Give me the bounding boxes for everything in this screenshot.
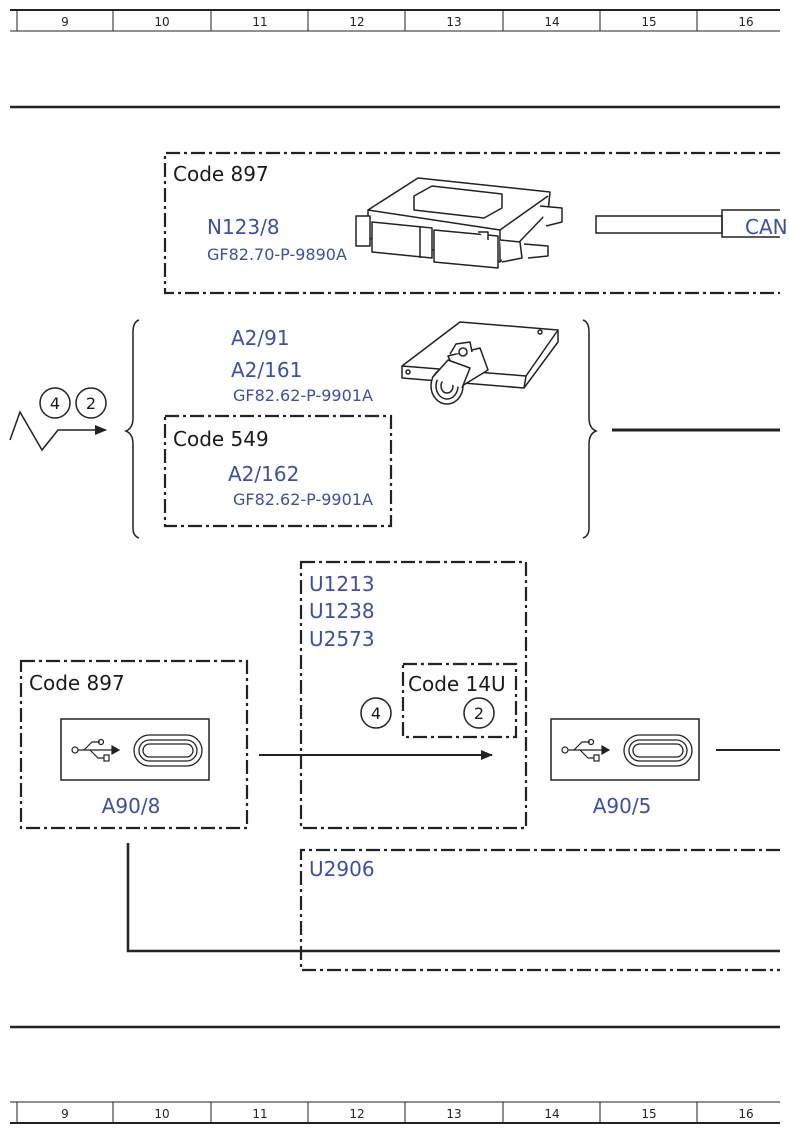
ruler-col-13: 13 xyxy=(446,15,461,29)
block-u2906: U2906 xyxy=(299,848,780,972)
ruler-col-13: 13 xyxy=(446,1107,461,1121)
ruler-col-12: 12 xyxy=(349,15,364,29)
connector-ref[interactable]: 4 xyxy=(50,394,60,413)
doc-ref[interactable]: GF82.70-P-9890A xyxy=(207,245,347,264)
ruler-col-16: 16 xyxy=(738,1107,753,1121)
component-u2573[interactable]: U2573 xyxy=(309,627,375,651)
usb-c-port-icon xyxy=(133,734,203,767)
bottom-ruler: 9 10 11 12 13 14 15 16 xyxy=(10,1101,780,1124)
component-a90-8[interactable]: A90/8 xyxy=(102,794,161,818)
right-brace xyxy=(582,319,598,539)
ruler-col-10: 10 xyxy=(154,1107,169,1121)
block-n123-8: Code 897 N123/8 GF82.70-P-9890A CAN xyxy=(163,151,788,295)
code-label: Code 14U xyxy=(408,672,506,696)
can-bus-cable xyxy=(595,215,723,234)
usb-symbol-icon xyxy=(561,738,611,762)
input-signal: 4 2 xyxy=(9,387,107,452)
ruler-col-15: 15 xyxy=(641,15,656,29)
ruler-col-16: 16 xyxy=(738,15,753,29)
connector-circle xyxy=(39,387,71,419)
code-14u-boundary xyxy=(401,662,518,739)
ruler-col-11: 11 xyxy=(252,15,267,29)
component-a2-162[interactable]: A2/162 xyxy=(228,462,299,486)
ruler-col-14: 14 xyxy=(544,1107,559,1121)
ruler-col-11: 11 xyxy=(252,1107,267,1121)
block-a90-8: Code 897 A90/8 xyxy=(19,659,780,953)
can-bus-box xyxy=(721,209,780,238)
usb-c-port-icon xyxy=(623,734,693,767)
code-549-boundary xyxy=(163,414,393,528)
wire-to-u2906 xyxy=(126,843,780,953)
component-u2906[interactable]: U2906 xyxy=(309,857,375,881)
block-a2: A2/91 A2/161 GF82.62-P-9901A Code 549 A2… xyxy=(124,319,780,539)
ruler-col-10: 10 xyxy=(154,15,169,29)
signal-arrow xyxy=(9,410,107,452)
code-label: Code 549 xyxy=(173,427,269,451)
component-a2-91[interactable]: A2/91 xyxy=(231,326,290,350)
connector-ref[interactable]: 2 xyxy=(474,704,484,723)
ruler-col-12: 12 xyxy=(349,1107,364,1121)
ruler-col-9: 9 xyxy=(61,1107,69,1121)
code-897-boundary xyxy=(19,659,249,830)
code-label: Code 897 xyxy=(29,671,125,695)
doc-ref[interactable]: GF82.62-P-9901A xyxy=(233,490,373,509)
connector-ref[interactable]: 4 xyxy=(371,704,381,723)
component-a2-161[interactable]: A2/161 xyxy=(231,358,302,382)
ruler-col-9: 9 xyxy=(61,15,69,29)
code-897-boundary xyxy=(163,151,780,295)
component-a90-5[interactable]: A90/5 xyxy=(593,794,652,818)
ruler-col-14: 14 xyxy=(544,15,559,29)
control-unit-icon xyxy=(355,177,563,269)
component-u1213[interactable]: U1213 xyxy=(309,572,375,596)
component-n123-8[interactable]: N123/8 xyxy=(207,215,280,239)
code-label: Code 897 xyxy=(173,162,269,186)
component-u1238[interactable]: U1238 xyxy=(309,599,375,623)
antenna-module-icon xyxy=(401,321,559,405)
variant-boundary xyxy=(299,560,528,830)
connector-circle xyxy=(463,697,495,729)
top-ruler: 9 10 11 12 13 14 15 16 xyxy=(10,9,780,32)
usb-symbol-icon xyxy=(71,738,121,762)
block-a90-5: A90/5 xyxy=(550,718,780,818)
left-brace xyxy=(124,319,140,539)
connector-ref[interactable]: 2 xyxy=(86,394,96,413)
connector-circle xyxy=(75,387,107,419)
ruler-col-15: 15 xyxy=(641,1107,656,1121)
connector-circle xyxy=(360,697,392,729)
can-bus-label[interactable]: CAN xyxy=(745,215,788,239)
block-u1213: U1213 U1238 U2573 Code 14U 4 2 xyxy=(299,560,528,830)
doc-ref[interactable]: GF82.62-P-9901A xyxy=(233,386,373,405)
variant-boundary xyxy=(299,848,780,972)
